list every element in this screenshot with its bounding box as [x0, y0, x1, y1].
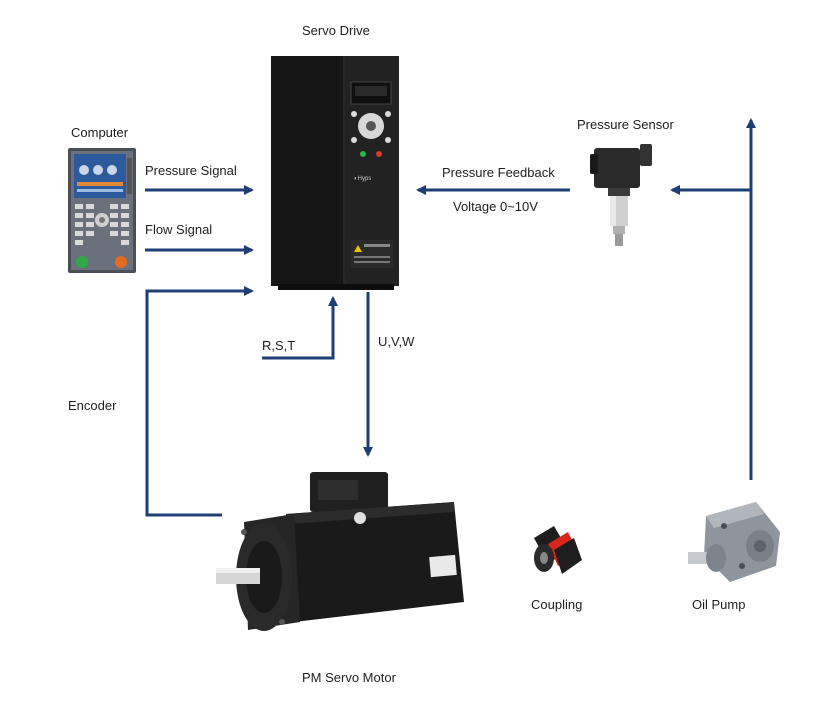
- pm-servo-motor-label: PM Servo Motor: [302, 670, 396, 685]
- voltage-label: Voltage 0~10V: [453, 199, 538, 214]
- encoder-arrow: [145, 286, 254, 517]
- pressure-signal-label: Pressure Signal: [145, 163, 237, 178]
- controller-panel-icon: [68, 148, 136, 273]
- coupling-label: Coupling: [531, 597, 583, 612]
- rst-label: R,S,T: [262, 338, 296, 353]
- servo-motor-icon: [216, 472, 464, 631]
- flow-signal-label: Flow Signal: [145, 222, 213, 237]
- svg-text:◐Hyps: ◐Hyps: [354, 176, 371, 182]
- pressure-sensor-icon: [590, 144, 652, 246]
- servo-drive-icon: ◐Hyps: [271, 56, 399, 290]
- uvw-label: U,V,W: [378, 334, 415, 349]
- computer-label: Computer: [71, 125, 129, 140]
- oil-pump-icon: [688, 502, 780, 582]
- servo-drive-label: Servo Drive: [302, 23, 370, 38]
- oil-pump-label: Oil Pump: [692, 597, 746, 612]
- pressure-feedback-label: Pressure Feedback: [442, 165, 555, 180]
- pressure-sensor-label: Pressure Sensor: [577, 117, 674, 132]
- encoder-label: Encoder: [68, 398, 117, 413]
- rst-arrow: [262, 296, 338, 360]
- coupling-icon: [534, 526, 582, 574]
